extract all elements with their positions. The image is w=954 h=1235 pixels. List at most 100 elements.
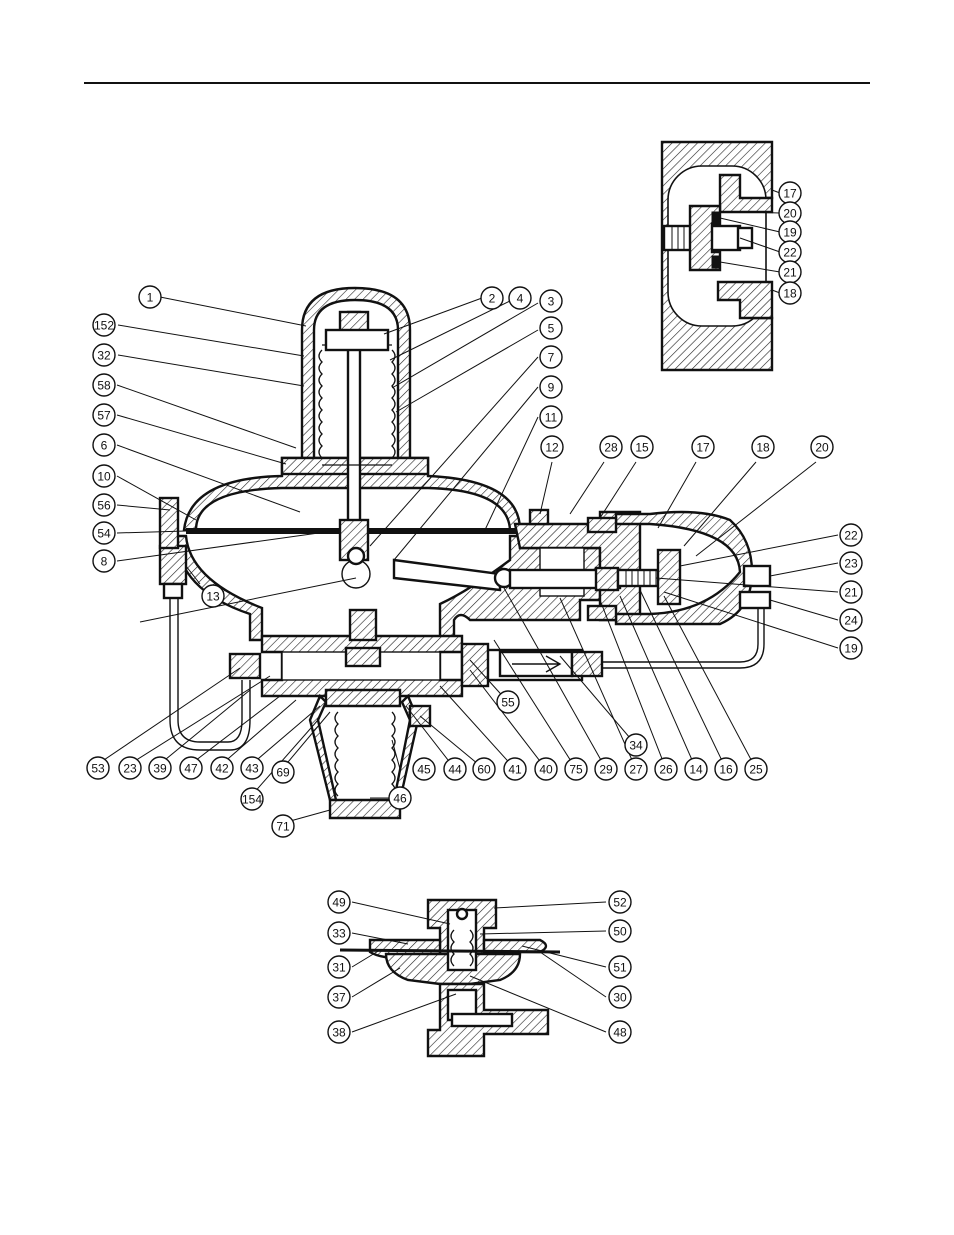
callout-58: 58 <box>93 374 115 396</box>
callout-23: 23 <box>840 552 862 574</box>
callout-number: 152 <box>94 319 114 333</box>
callout-27: 27 <box>625 758 647 780</box>
callout-71: 71 <box>272 815 294 837</box>
callout-number: 50 <box>613 925 627 939</box>
callout-16: 16 <box>715 758 737 780</box>
callout-57: 57 <box>93 404 115 426</box>
callout-20: 20 <box>811 436 833 458</box>
callout-46: 46 <box>389 787 411 809</box>
callout-number: 12 <box>545 441 559 455</box>
callout-5: 5 <box>540 317 562 339</box>
callout-51: 51 <box>609 956 631 978</box>
relief-valve-detail-drawing <box>340 900 560 1056</box>
callout-48: 48 <box>609 1021 631 1043</box>
callout-number: 23 <box>844 557 858 571</box>
callout-60: 60 <box>473 758 495 780</box>
callout-number: 47 <box>184 762 198 776</box>
callout-number: 71 <box>276 820 290 834</box>
callout-21: 21 <box>840 581 862 603</box>
callout-number: 51 <box>613 961 627 975</box>
callout-154: 154 <box>241 788 263 810</box>
callout-number: 30 <box>613 991 627 1005</box>
callout-number: 4 <box>517 292 524 306</box>
callout-number: 21 <box>844 586 858 600</box>
callout-19: 19 <box>840 637 862 659</box>
callout-number: 22 <box>783 246 797 260</box>
callout-9: 9 <box>540 376 562 398</box>
callout-number: 20 <box>815 441 829 455</box>
callout-1: 1 <box>139 286 161 308</box>
callout-number: 3 <box>548 295 555 309</box>
callout-3: 3 <box>540 290 562 312</box>
callout-number: 57 <box>97 409 111 423</box>
callout-number: 16 <box>719 763 733 777</box>
callout-14: 14 <box>685 758 707 780</box>
callout-56: 56 <box>93 494 115 516</box>
callout-number: 44 <box>448 763 462 777</box>
callout-number: 14 <box>689 763 703 777</box>
callout-43: 43 <box>241 757 263 779</box>
callout-37: 37 <box>328 986 350 1008</box>
callout-number: 9 <box>548 381 555 395</box>
callout-number: 10 <box>97 470 111 484</box>
callout-number: 43 <box>245 762 259 776</box>
callout-number: 11 <box>545 411 558 425</box>
callout-55: 55 <box>497 691 519 713</box>
callout-26: 26 <box>655 758 677 780</box>
callout-152: 152 <box>93 314 115 336</box>
callout-number: 22 <box>844 529 858 543</box>
callout-15: 15 <box>631 436 653 458</box>
callout-53: 53 <box>87 757 109 779</box>
callout-number: 34 <box>629 739 643 753</box>
callout-33: 33 <box>328 922 350 944</box>
callout-17: 17 <box>692 436 714 458</box>
callout-number: 42 <box>215 762 229 776</box>
callout-number: 13 <box>206 590 220 604</box>
callout-number: 23 <box>123 762 137 776</box>
callout-13: 13 <box>202 585 224 607</box>
callout-number: 17 <box>696 441 710 455</box>
callout-75: 75 <box>565 758 587 780</box>
callout-number: 33 <box>332 927 346 941</box>
callout-22: 22 <box>779 241 801 263</box>
callout-38: 38 <box>328 1021 350 1043</box>
callout-number: 27 <box>629 763 643 777</box>
callout-50: 50 <box>609 920 631 942</box>
callout-number: 31 <box>332 961 346 975</box>
callout-12: 12 <box>541 436 563 458</box>
callout-69: 69 <box>272 761 294 783</box>
callout-52: 52 <box>609 891 631 913</box>
callout-number: 15 <box>635 441 649 455</box>
callout-number: 55 <box>501 696 515 710</box>
callout-31: 31 <box>328 956 350 978</box>
callout-18: 18 <box>779 282 801 304</box>
callout-number: 26 <box>659 763 673 777</box>
callout-number: 52 <box>613 896 627 910</box>
callout-number: 25 <box>749 763 763 777</box>
callout-44: 44 <box>444 758 466 780</box>
callout-49: 49 <box>328 891 350 913</box>
callout-6: 6 <box>93 434 115 456</box>
callout-45: 45 <box>413 758 435 780</box>
callout-4: 4 <box>509 287 531 309</box>
callout-40: 40 <box>535 758 557 780</box>
callout-23: 23 <box>119 757 141 779</box>
callout-17: 17 <box>779 182 801 204</box>
callout-22: 22 <box>840 524 862 546</box>
callout-2: 2 <box>481 287 503 309</box>
callout-29: 29 <box>595 758 617 780</box>
callout-number: 75 <box>569 763 583 777</box>
callout-47: 47 <box>180 757 202 779</box>
callout-11: 11 <box>540 406 562 428</box>
callout-32: 32 <box>93 344 115 366</box>
callout-25: 25 <box>745 758 767 780</box>
callout-54: 54 <box>93 522 115 544</box>
callout-42: 42 <box>211 757 233 779</box>
callout-number: 28 <box>604 441 618 455</box>
inset-detail-drawing <box>662 142 772 370</box>
callout-number: 29 <box>599 763 613 777</box>
callout-number: 21 <box>783 266 797 280</box>
callout-number: 1 <box>147 291 154 305</box>
callout-number: 53 <box>91 762 105 776</box>
callout-10: 10 <box>93 465 115 487</box>
